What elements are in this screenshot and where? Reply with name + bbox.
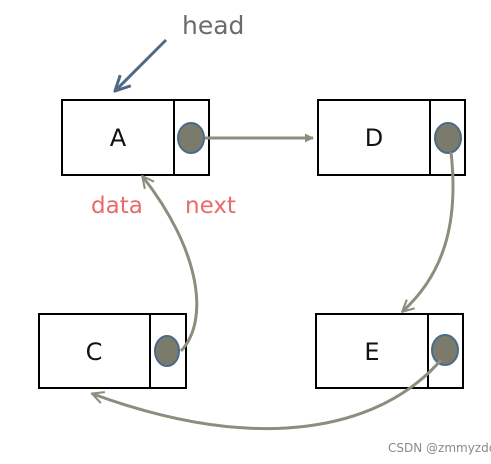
node-d-pointer-dot	[434, 122, 462, 154]
node-a-data-cell	[61, 99, 175, 176]
node-c-label: C	[86, 338, 103, 366]
node-e-pointer-dot	[431, 334, 459, 366]
data-field-label: data	[91, 193, 143, 219]
node-e-label: E	[364, 338, 379, 366]
node-c-data-cell	[38, 313, 151, 389]
node-a-label: A	[110, 124, 127, 152]
node-a: A	[61, 99, 210, 176]
head-pointer-arrow	[116, 38, 168, 90]
node-c-pointer-dot	[154, 335, 180, 367]
node-c: C	[38, 313, 187, 389]
node-d: D	[317, 99, 466, 176]
node-d-label: D	[365, 124, 383, 152]
watermark-text: CSDN @zmmyzdq	[388, 441, 491, 455]
node-e-data-cell	[315, 313, 429, 389]
link-d-to-e	[403, 151, 455, 311]
node-d-data-cell	[317, 99, 431, 176]
node-e: E	[315, 313, 464, 389]
node-a-pointer-dot	[177, 122, 205, 154]
link-c-to-a	[143, 177, 199, 353]
link-e-to-c	[93, 359, 443, 431]
next-field-label: next	[185, 193, 236, 219]
head-label: head	[182, 11, 244, 40]
